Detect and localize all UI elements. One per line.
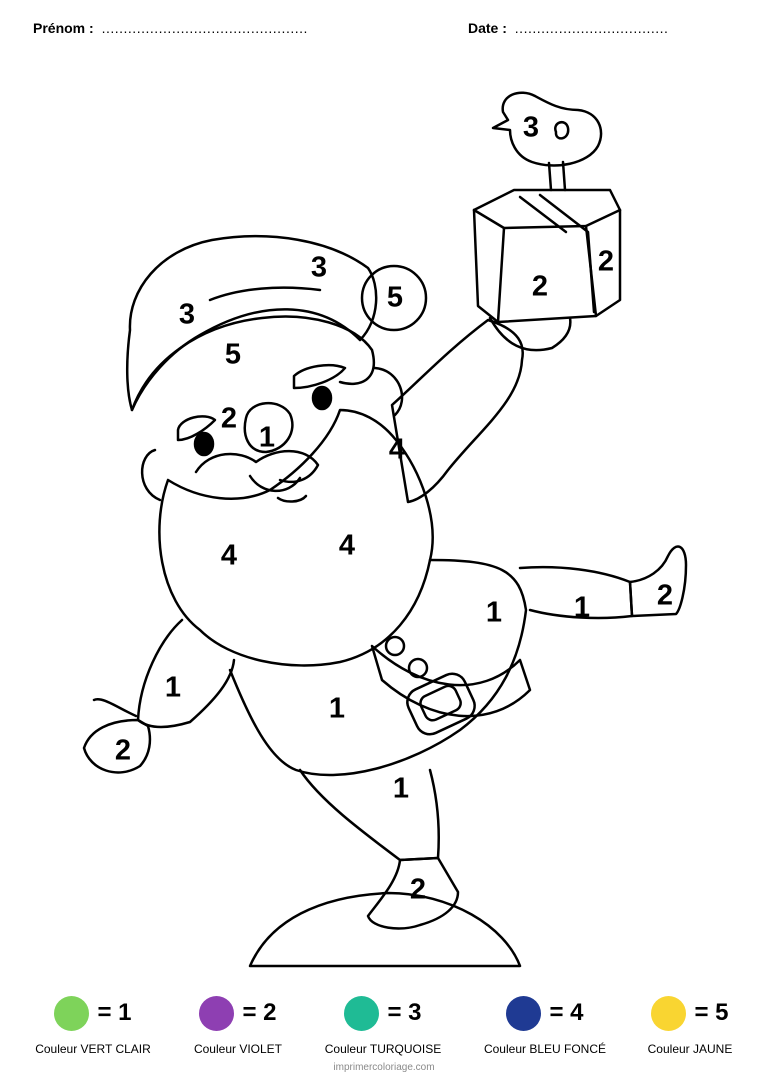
right-ear [373,366,404,417]
standing-leg [298,768,440,862]
region-number: 2 [656,579,674,612]
legend-item-1: = 1 Couleur VERT CLAIR [18,992,168,1056]
gift-box-outline [472,188,622,324]
hat [125,234,378,412]
left-mitten [82,718,152,774]
swatch-bleu-fonce [506,995,542,1031]
swatch-turquoise [344,995,380,1031]
legend-caption: Couleur BLEU FONCÉ [483,1042,607,1056]
region-number: 3 [178,298,196,331]
legend-equals: = 4 [549,999,584,1026]
region-number: 5 [386,281,404,314]
hat-brim [130,315,375,412]
prenom-field: Prénom : ...............................… [33,20,308,36]
date-dotted-line: ................................... [514,20,669,36]
standing-boot [366,856,460,930]
region-number: 2 [531,270,549,303]
mustache [194,449,320,484]
legend-item-5: = 5 Couleur JAUNE [615,992,765,1056]
legend-equals: = 3 [387,999,422,1026]
beard [158,408,434,667]
bird-outline [491,91,603,192]
prenom-label: Prénom : [33,20,94,36]
nose [243,401,294,454]
hat-pompom [360,264,428,332]
legend-caption: Couleur VERT CLAIR [35,1042,151,1056]
legend-caption: Couleur VIOLET [193,1042,283,1056]
eyebrow-right [292,364,347,390]
body [228,558,528,777]
belt-buckle [406,672,476,736]
region-number: 1 [164,671,182,704]
ground-mound [248,891,522,968]
region-number: 2 [409,873,427,906]
mouth [248,474,302,493]
region-number: 5 [224,338,242,371]
button-1 [384,635,406,657]
prenom-dotted-line: ........................................… [101,20,308,36]
region-number: 2 [597,245,615,278]
region-number: 3 [310,251,328,284]
region-number: 3 [522,111,540,144]
raised-boot [628,545,688,618]
region-number: 4 [388,433,406,466]
date-field: Date : .................................… [468,20,668,36]
right-eye [311,385,333,411]
eyebrow-left [176,415,217,442]
raised-hand [488,316,572,352]
raised-arm [390,318,524,504]
region-number: 4 [338,529,356,562]
footer-site-name: imprimercoloriage.com [333,1062,435,1073]
region-number: 1 [392,772,410,805]
region-number: 4 [220,539,238,572]
legend-equals: = 1 [97,999,132,1026]
left-ear [140,448,162,502]
legend-equals: = 5 [694,999,729,1026]
legend-caption: Couleur JAUNE [647,1042,733,1056]
legend-item-3: = 3 Couleur TURQUOISE [308,992,458,1056]
button-2 [407,657,429,679]
left-eye [193,431,215,457]
region-number: 1 [573,591,591,624]
date-label: Date : [468,20,507,36]
belt [370,644,532,718]
swatch-jaune [651,995,687,1031]
region-number: 2 [114,734,132,767]
legend-item-2: = 2 Couleur VIOLET [163,992,313,1056]
left-arm [136,618,236,729]
legend-item-4: = 4 Couleur BLEU FONCÉ [470,992,620,1056]
region-number: 1 [485,596,503,629]
swatch-violet [199,995,235,1031]
legend-equals: = 2 [242,999,277,1026]
region-number: 1 [258,421,276,454]
region-number: 1 [328,692,346,725]
region-number: 2 [220,402,238,435]
legend-caption: Couleur TURQUOISE [324,1042,442,1056]
swatch-vert-clair [54,995,90,1031]
